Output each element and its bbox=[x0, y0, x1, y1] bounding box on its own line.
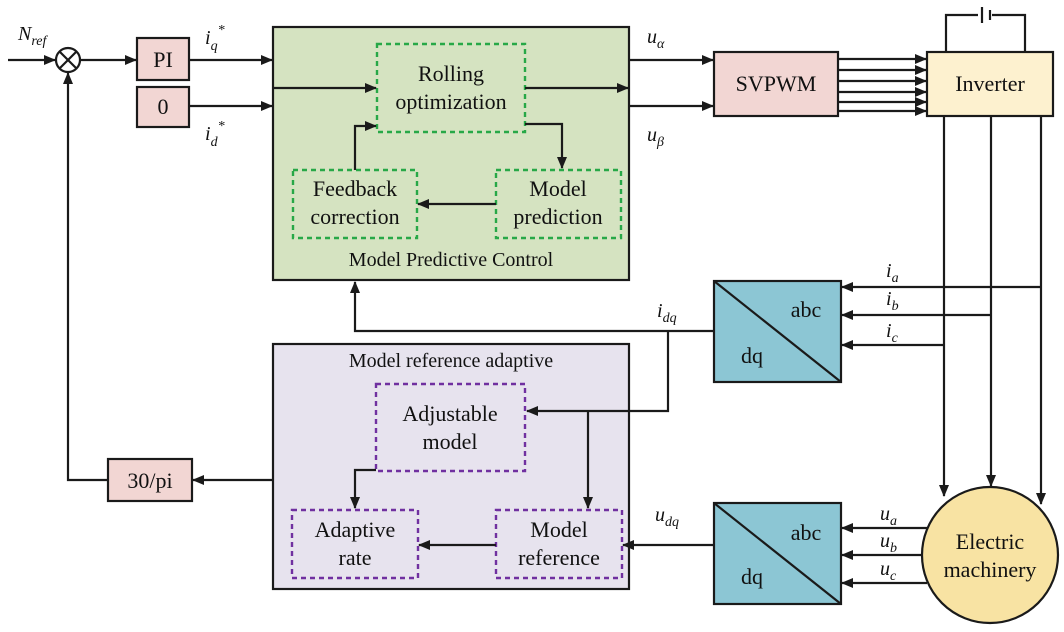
electric-machinery bbox=[920, 485, 1060, 625]
adjustable-model-block bbox=[374, 382, 527, 473]
machine-label-line1: Electric bbox=[956, 529, 1025, 554]
thirty-pi-block bbox=[106, 457, 194, 503]
signal-i-dq: idq bbox=[657, 300, 677, 326]
prediction-label-line2: prediction bbox=[513, 204, 602, 229]
inverter-block bbox=[925, 50, 1055, 118]
transform-top-dq: dq bbox=[741, 343, 763, 368]
abc-dq-transform-bottom bbox=[712, 501, 843, 606]
feedback-label-line1: Feedback bbox=[313, 176, 397, 201]
adaptive-rate-label-line1: Adaptive bbox=[315, 517, 396, 542]
abc-dq-transform-top bbox=[712, 279, 843, 384]
model-reference-label-line2: reference bbox=[518, 545, 600, 570]
signal-n-ref: Nref bbox=[17, 23, 48, 49]
adaptive-rate-label-line2: rate bbox=[339, 545, 372, 570]
machine-label-line2: machinery bbox=[944, 557, 1037, 582]
signal-ic: ic bbox=[886, 320, 899, 346]
signal-iq-ref: iq* bbox=[205, 23, 225, 54]
signal-u-alpha: uα bbox=[647, 26, 665, 52]
model-reference-label-line1: Model bbox=[530, 517, 587, 542]
pi-block bbox=[135, 36, 191, 82]
connections bbox=[8, 54, 1046, 588]
transform-top-abc: abc bbox=[791, 297, 822, 322]
signal-u-dq: udq bbox=[655, 504, 679, 530]
signal-ua: ua bbox=[880, 503, 897, 529]
prediction-label-line1: Model bbox=[529, 176, 586, 201]
signal-ia: ia bbox=[886, 260, 899, 286]
thirty-pi-label: 30/pi bbox=[127, 468, 172, 493]
signal-ub: ub bbox=[880, 530, 897, 556]
adjustable-label-line1: Adjustable bbox=[402, 401, 497, 426]
mrac-title: Model reference adaptive bbox=[349, 350, 553, 372]
signal-ib: ib bbox=[886, 288, 899, 314]
zero-label: 0 bbox=[158, 94, 169, 119]
transform-bottom-abc: abc bbox=[791, 520, 822, 545]
signal-id-ref: id* bbox=[205, 119, 225, 150]
feedback-label-line2: correction bbox=[310, 204, 399, 229]
dc-source-icon bbox=[944, 6, 1027, 52]
signal-u-beta: uβ bbox=[647, 124, 664, 150]
signal-uc: uc bbox=[880, 558, 897, 584]
svpwm-block bbox=[712, 50, 840, 118]
mpc-title: Model Predictive Control bbox=[349, 249, 554, 271]
pi-label: PI bbox=[153, 47, 173, 72]
rolling-label-line2: optimization bbox=[395, 89, 506, 114]
rolling-label-line1: Rolling bbox=[418, 61, 484, 86]
inverter-label: Inverter bbox=[955, 71, 1025, 96]
transform-bottom-dq: dq bbox=[741, 564, 763, 589]
summing-junction bbox=[54, 46, 82, 74]
adjustable-label-line2: model bbox=[423, 429, 478, 454]
adaptive-rate-block bbox=[290, 508, 420, 580]
svpwm-label: SVPWM bbox=[736, 71, 817, 96]
